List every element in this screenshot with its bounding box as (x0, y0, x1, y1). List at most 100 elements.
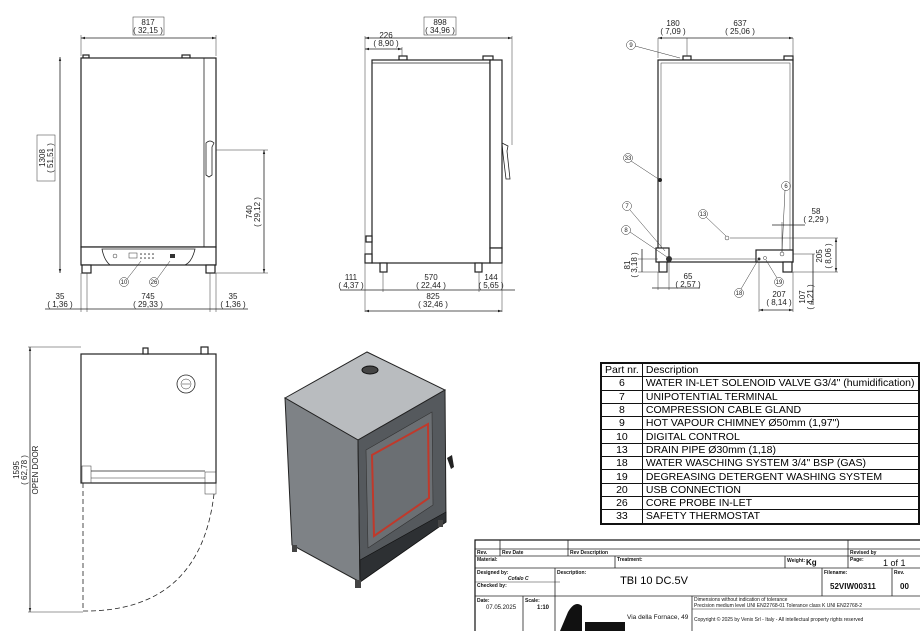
company-logo (560, 604, 625, 631)
tolerance-line-1: Dimensions without indication of toleran… (694, 597, 788, 603)
date: 07.05.2025 (486, 605, 517, 611)
callout-9: 9 (629, 43, 633, 49)
dim-width-in: ( 32,15 ) (133, 26, 163, 35)
rear-callouts: 9 33 7 8 13 6 18 19 (621, 40, 791, 298)
part-number: 8 (600, 402, 643, 418)
part-number: 18 (600, 456, 643, 471)
callout-18: 18 (736, 291, 743, 297)
dim-left-mm: 35 (56, 292, 65, 301)
part-description: WATER WASCHING SYSTEM 3/4" BSP (GAS) (641, 456, 920, 471)
weight-unit: Kg (806, 558, 817, 567)
dim-left-in: ( 1,36 ) (47, 300, 73, 309)
dim-side-feet-in: ( 22,44 ) (416, 281, 446, 290)
designed-by: Cofalo C (508, 576, 529, 582)
oven-top-body (80, 353, 217, 484)
parts-table-header: Part nr. Description (600, 362, 920, 378)
door-swing-arc (82, 483, 215, 612)
rev-description-label: Rev Description (570, 550, 608, 556)
dim-wash-x-mm: 207 (772, 290, 786, 299)
iso-control-panel (359, 511, 447, 583)
checked-by-label: Checked by: (477, 583, 507, 589)
dim-wash-x-in: ( 8,14 ) (766, 298, 792, 307)
dim-drain-h-mm: 205 (815, 249, 824, 263)
copyright: Copyright © 2025 by Venix Srl - Italy - … (694, 616, 864, 623)
control-panel (101, 248, 196, 266)
dim-chimney-mm: 226 (379, 31, 393, 40)
dim-height-in: ( 51,51 ) (46, 143, 55, 173)
oven-front-body (80, 57, 217, 248)
part-number: 20 (600, 482, 643, 497)
part-description: SAFETY THERMOSTAT (641, 509, 920, 525)
dim-terminal-h-mm: 81 (623, 260, 632, 269)
rear-view: 180 ( 7,09 ) 637 ( 25,06 ) 9 33 7 8 13 6… (621, 19, 838, 312)
weight-label: Weight: (787, 558, 806, 564)
dim-right-mm: 35 (229, 292, 238, 301)
part-description: DRAIN PIPE Ø30mm (1,18) (641, 442, 920, 458)
rev-no-label: Rev. (894, 570, 905, 576)
dim-terminal-x-mm: 65 (684, 272, 693, 281)
description-label: Description: (557, 570, 587, 576)
scale-label: Scale: (525, 598, 540, 604)
part-description: COMPRESSION CABLE GLAND (641, 402, 920, 418)
dim-right-in: ( 1,36 ) (220, 300, 246, 309)
part-number: 7 (600, 389, 643, 404)
dim-rear-foot-mm: 111 (345, 273, 358, 282)
callout-19: 19 (776, 280, 783, 286)
tolerance-line-2: Precision medium level UNI EN22768-01 To… (694, 603, 862, 609)
callout-26: 26 (151, 280, 158, 286)
callout-33: 33 (625, 156, 632, 162)
revised-by-label: Revised by (850, 550, 877, 556)
header-description: Description (641, 362, 920, 378)
part-description: WATER IN-LET SOLENOID VALVE G3/4" (humid… (641, 376, 920, 391)
part-number: 19 (600, 469, 643, 484)
title-block: Rev. Rev Date Rev Description Revised by… (474, 539, 920, 631)
front-view: 817 ( 32,15 ) 1308 ( 51,51 ) 740 ( 29,12… (36, 16, 268, 312)
dim-open-door-mm: 1595 (12, 461, 21, 479)
scale: 1:10 (537, 605, 550, 611)
filename: 52VIW00311 (830, 582, 876, 591)
rev-no: 00 (900, 582, 909, 591)
open-door-label: OPEN DOOR (31, 445, 40, 494)
drawing-description: TBI 10 DC.5V (620, 575, 689, 587)
part-number: 9 (600, 416, 643, 431)
dim-wash-h-in: ( 4,21 ) (806, 284, 815, 310)
part-description: UNIPOTENTIAL TERMINAL (641, 389, 920, 404)
treatment-label: Treatment: (617, 557, 643, 563)
company-address: Via della Fornace, 49 (627, 614, 689, 621)
dim-inlet-x-mm: 58 (812, 207, 821, 216)
dim-front-foot-mm: 144 (484, 273, 498, 282)
dim-handle-in: ( 29,12 ) (253, 197, 262, 227)
part-number: 26 (600, 495, 643, 511)
part-description: DIGITAL CONTROL (641, 429, 920, 444)
dim-height-mm: 1308 (38, 149, 47, 167)
filename-label: Filename: (824, 570, 848, 576)
part-number: 10 (600, 429, 643, 444)
dim-feet-in: ( 29,33 ) (133, 300, 163, 309)
header-part-nr: Part nr. (600, 362, 643, 378)
dim-drain-h-in: ( 8,06 ) (824, 243, 833, 269)
side-view: 898 ( 34,96 ) 226 ( 8,90 ) 111 ( 4,37 ) … (338, 16, 515, 313)
dim-chimney-in: ( 8,90 ) (373, 39, 399, 48)
dim-chimney-edge-mm: 637 (733, 19, 747, 28)
page-label: Page: (850, 557, 864, 563)
oven-rear-body (657, 59, 794, 263)
callout-7: 7 (625, 204, 629, 210)
dim-rear-foot-in: ( 4,37 ) (338, 281, 364, 290)
dim-handle-mm: 740 (245, 205, 254, 219)
door-handle (205, 140, 215, 178)
part-number: 33 (600, 509, 643, 525)
dim-terminal-h-in: ( 3,18 ) (630, 252, 639, 278)
part-description: CORE PROBE IN-LET (641, 495, 920, 511)
